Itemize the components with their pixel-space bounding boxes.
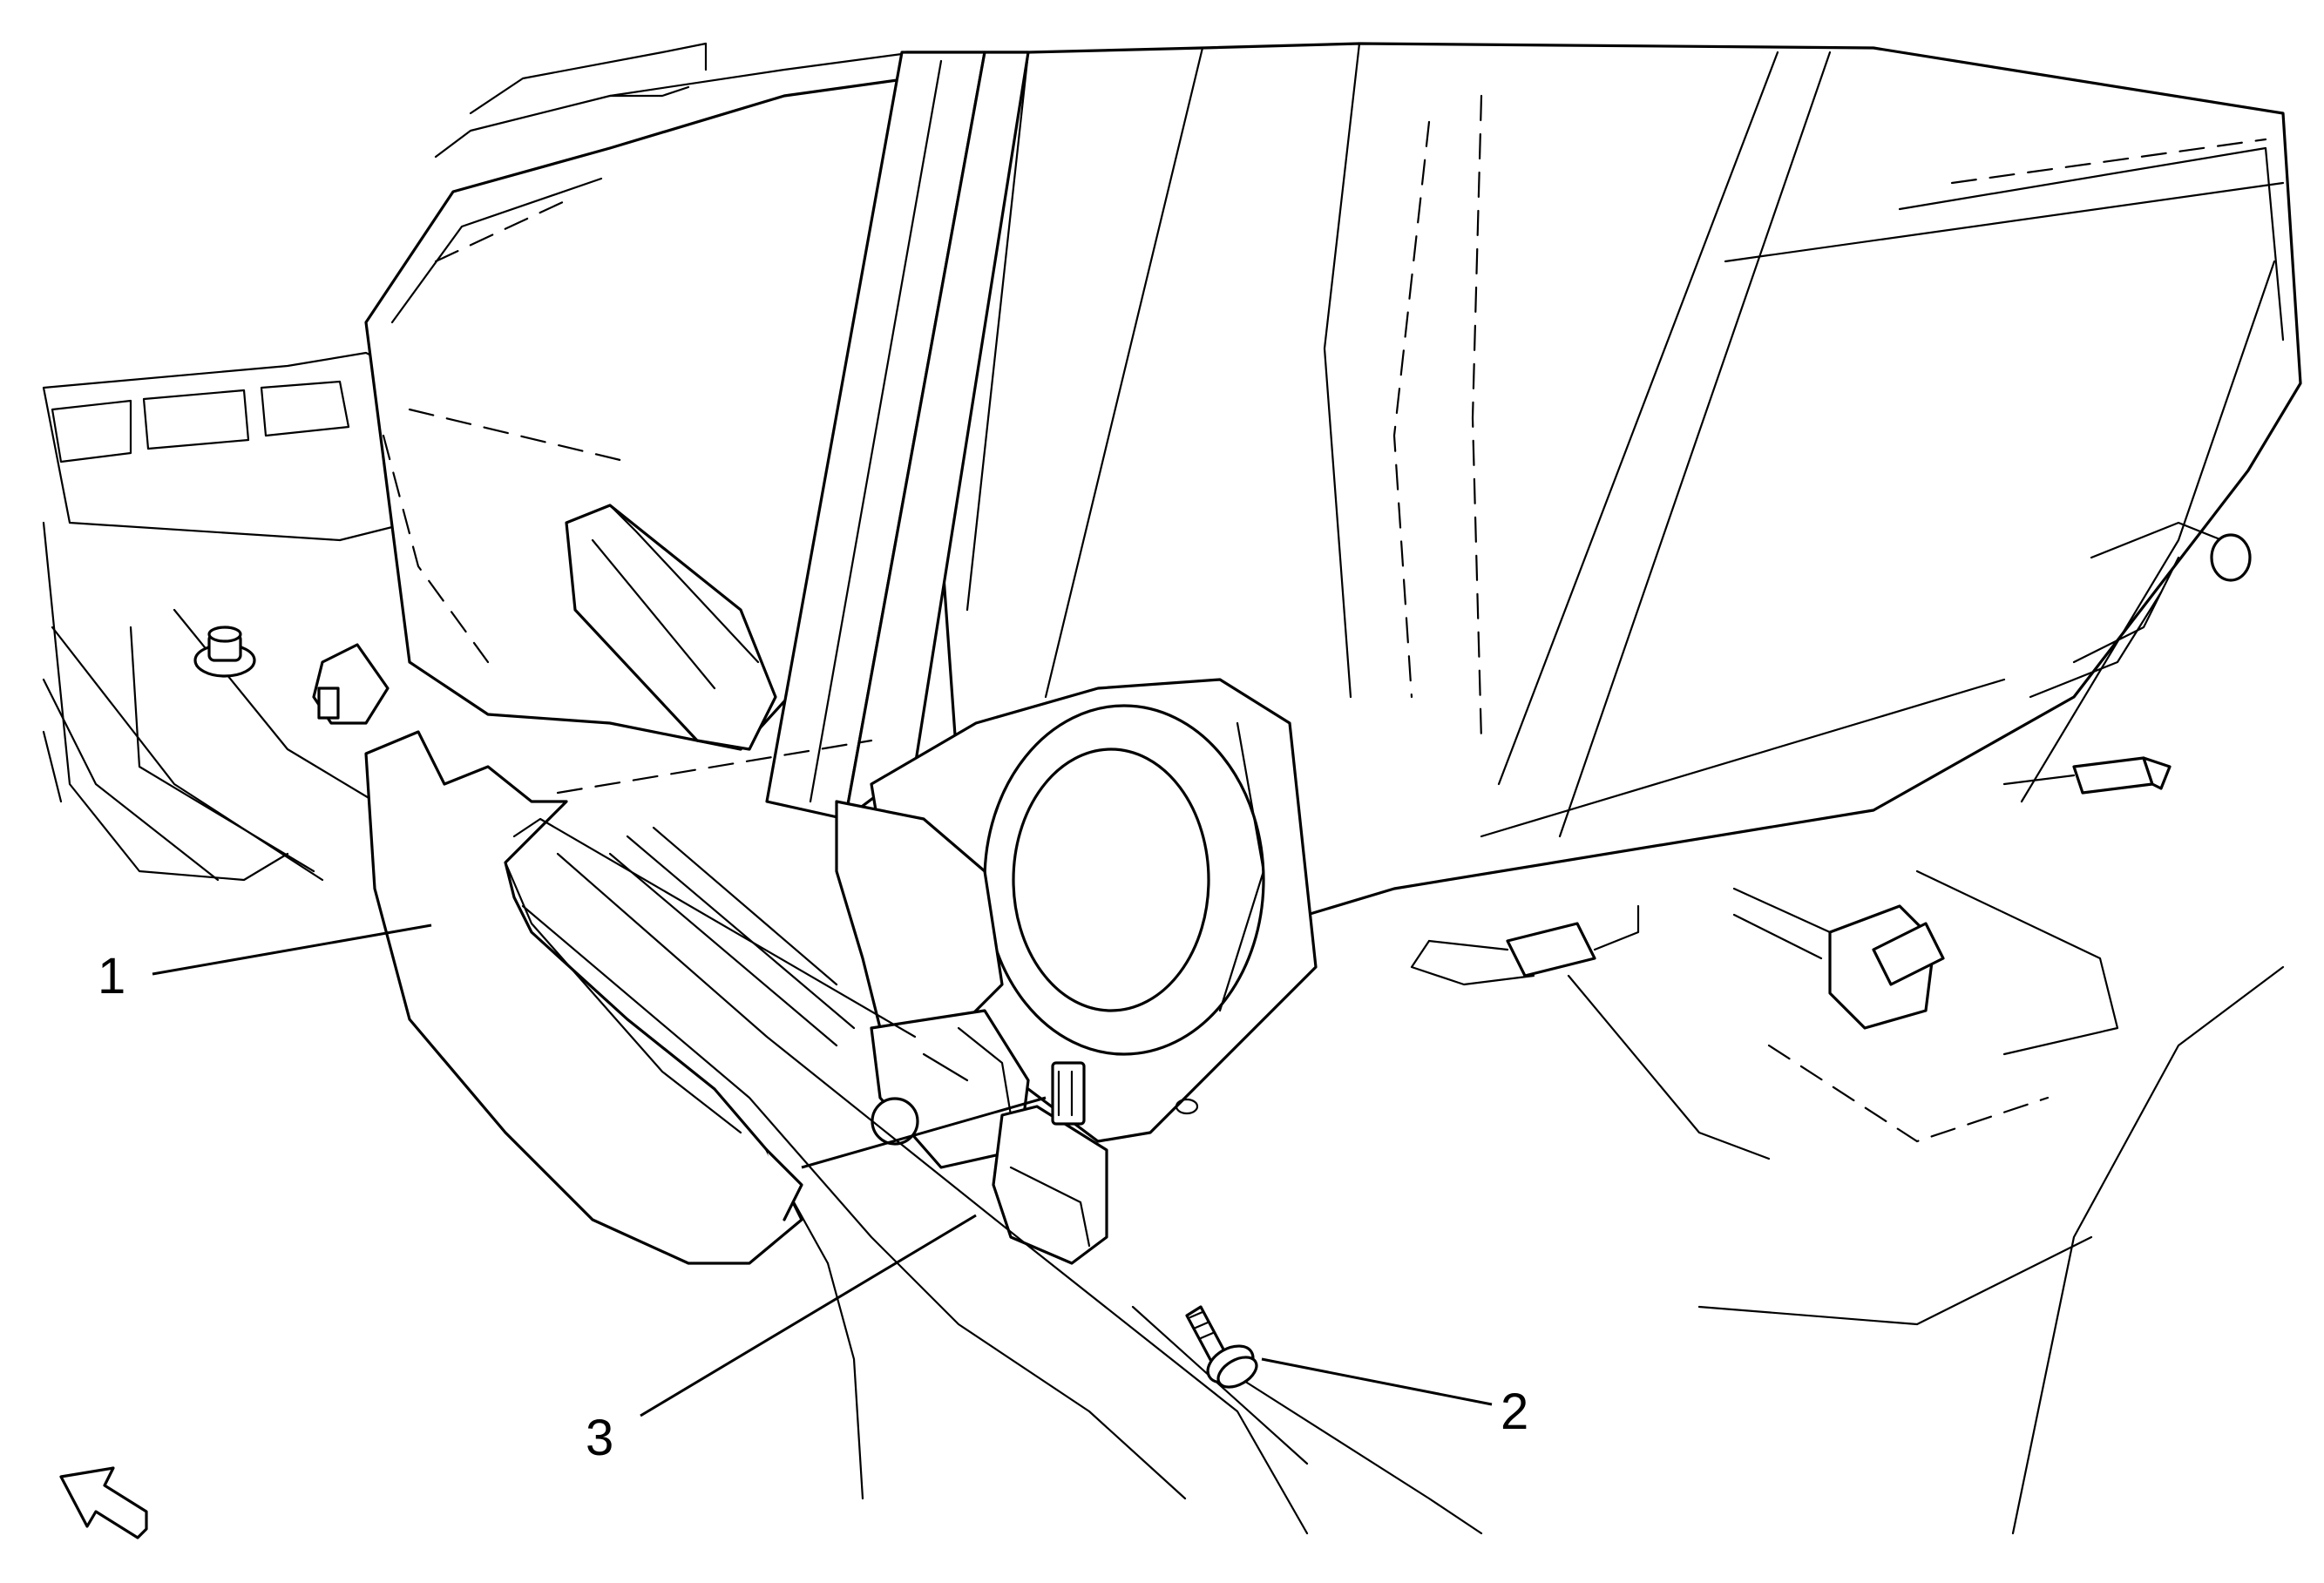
callout-label-1: 1 [98, 948, 125, 1005]
leader-3b [801, 1096, 1047, 1169]
callout-label-3: 3 [586, 1410, 613, 1466]
floor-stud [193, 626, 256, 678]
floor-carpet-outline [1567, 869, 2285, 1535]
leader-2 [1261, 1357, 1493, 1406]
seat-bracket-clip [312, 643, 390, 725]
recliner-handle [565, 504, 777, 751]
floor-panel [42, 351, 437, 882]
leader-3 [640, 1214, 977, 1417]
leader-1 [152, 923, 432, 976]
wiring-harness-connector [1410, 904, 1640, 986]
seat-trim-cover [364, 730, 917, 1265]
front-direction-arrow-icon [59, 1466, 148, 1539]
seat-adjuster-mount [992, 1061, 1108, 1265]
fastener-bolt [1185, 1305, 1258, 1389]
callout-label-2: 2 [1501, 1383, 1528, 1440]
seat-frame-upright [765, 51, 1030, 821]
seat-belt-buckle-connector [1732, 887, 1945, 1030]
callout-leaders [152, 923, 1493, 1417]
side-harness-connector [2002, 521, 2252, 795]
recliner-pivot-cover [870, 678, 1318, 1143]
seat-adjuster-bracket [835, 800, 1030, 1169]
seat-track-rail [521, 826, 1483, 1535]
